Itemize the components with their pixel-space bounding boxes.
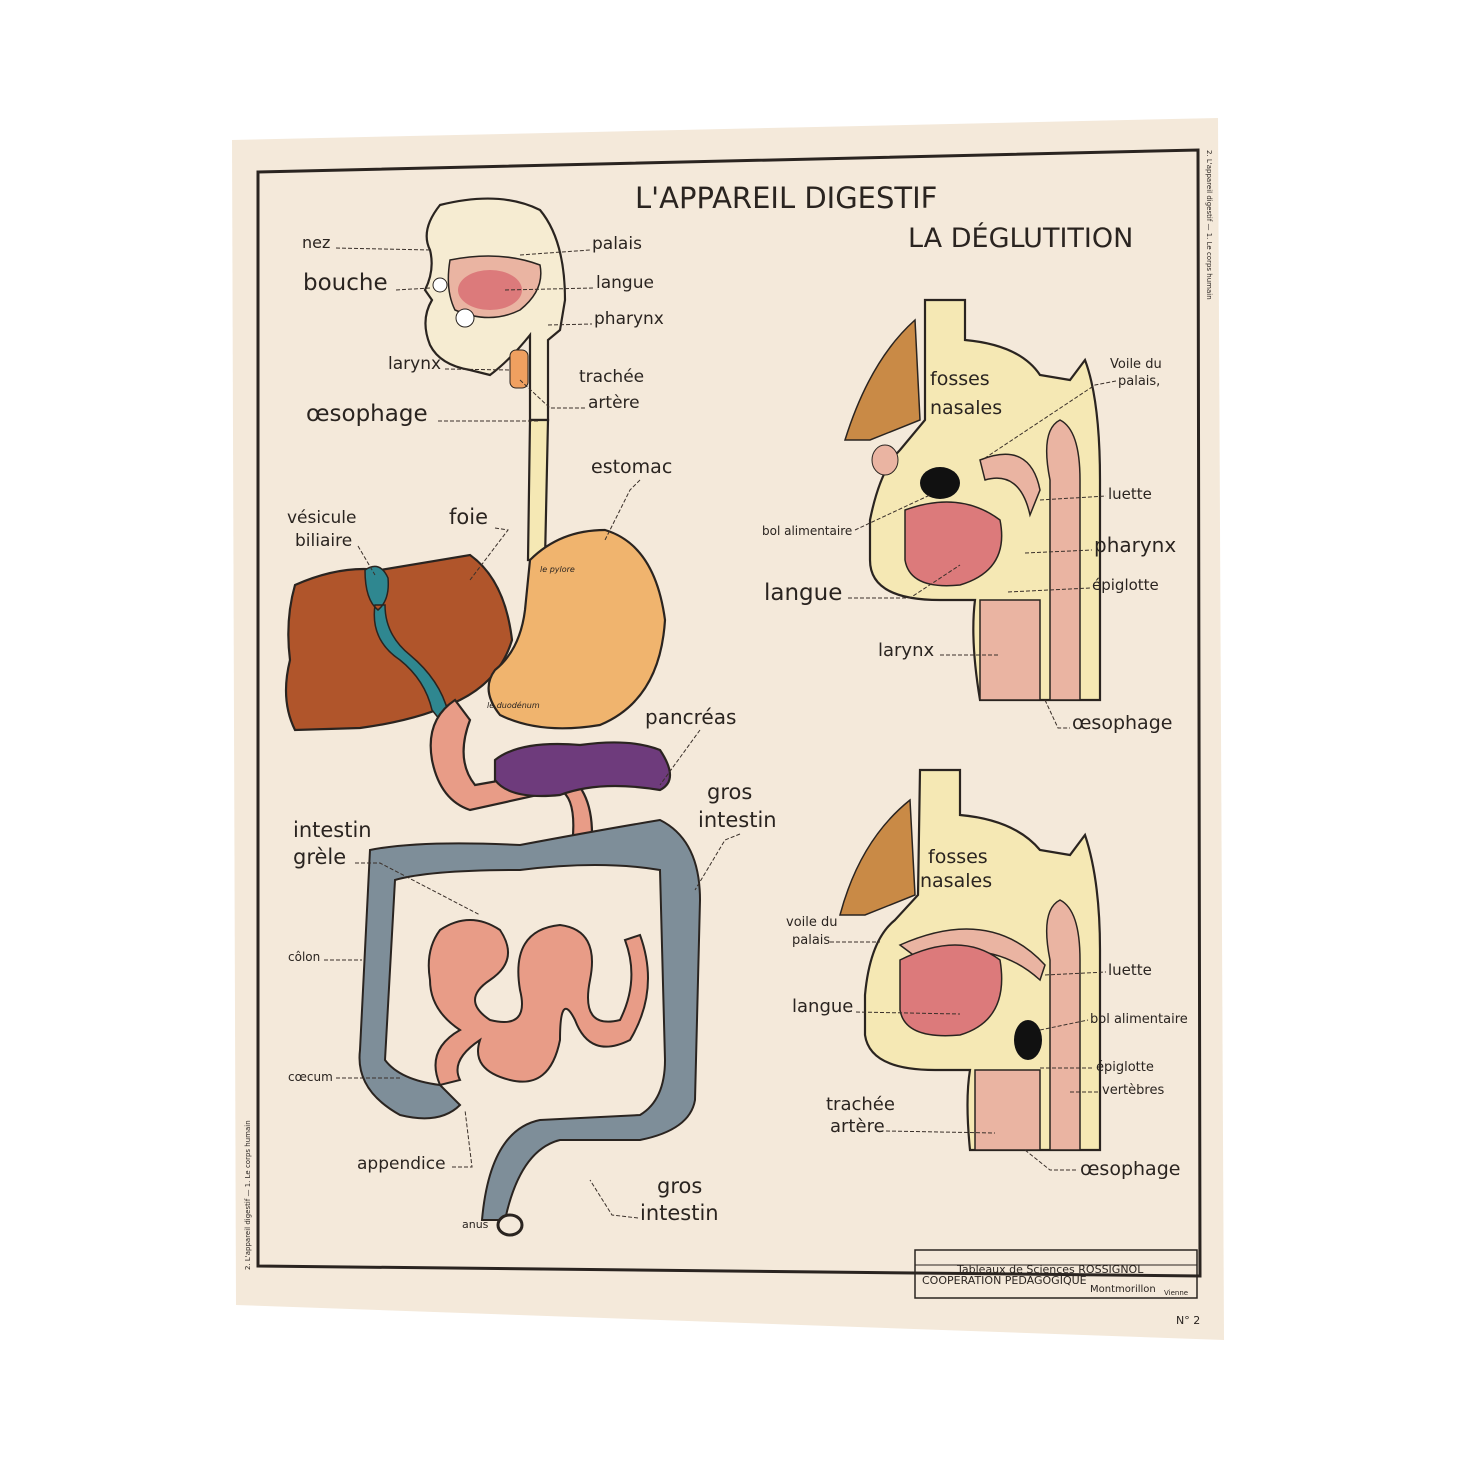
label-palais: palais (592, 234, 642, 254)
publisher-region: Vienne (1164, 1289, 1188, 1297)
publisher-city: Montmorillon (1090, 1284, 1156, 1295)
anus-opening (496, 1213, 524, 1237)
oesophagus (526, 418, 550, 562)
stomach (487, 528, 667, 730)
label-oesophage-top: œsophage (1072, 712, 1172, 734)
label-langue-bottom: langue (792, 996, 853, 1017)
label-foie: foie (449, 505, 488, 529)
label-intestin-grele-2: grèle (293, 845, 346, 869)
label-fosses-top: fosses (930, 368, 990, 390)
poster-border (256, 148, 1202, 1278)
label-bol-top: bol alimentaire (762, 524, 852, 538)
deglutition-bottom-labels: fosses nasales voile du palais luette la… (786, 846, 1188, 1180)
margin-text-left: 2. L'appareil digestif — 1. Le corps hum… (244, 1120, 252, 1270)
label-voile-bottom-1: voile du (786, 915, 838, 930)
label-nez: nez (302, 233, 330, 252)
label-caecum: cœcum (288, 1070, 333, 1084)
poster-number: N° 2 (1176, 1314, 1200, 1327)
label-luette-top: luette (1108, 485, 1152, 503)
label-vesicule: vésicule (287, 508, 356, 528)
small-intestine (427, 919, 649, 1087)
margin-text-right: 2. L'appareil digestif — 1. Le corps hum… (1205, 150, 1213, 300)
label-epiglotte-bottom: épiglotte (1096, 1060, 1154, 1075)
publisher-line2: COOPERATION PÉDAGOGIQUE (922, 1274, 1087, 1287)
label-colon: côlon (288, 950, 320, 964)
label-larynx-top: larynx (878, 640, 934, 661)
label-trachee-bottom: trachée (826, 1094, 895, 1115)
label-pharynx: pharynx (594, 309, 664, 329)
label-gros-intestin-bottom-2: intestin (640, 1201, 719, 1225)
label-fosses-bottom: fosses (928, 846, 988, 868)
poster-title: L'APPAREIL DIGESTIF (635, 181, 937, 215)
pancreas (493, 741, 672, 798)
label-oesophage: œsophage (306, 401, 428, 427)
label-estomac: estomac (591, 456, 672, 478)
liver (284, 553, 514, 732)
label-voile-top-2: palais, (1118, 374, 1160, 389)
deglutition-bottom-diagram (839, 768, 1102, 1152)
label-pancreas: pancréas (645, 705, 736, 729)
label-intestin-grele-1: intestin (293, 818, 372, 842)
label-bol-bottom: bol alimentaire (1090, 1012, 1188, 1027)
deglutition-top-diagram (843, 298, 1102, 702)
label-gros-intestin-top-2: intestin (698, 808, 777, 832)
publisher-box: Tableaux de Sciences ROSSIGNOL COOPERATI… (914, 1249, 1198, 1299)
head-diagram (423, 197, 567, 422)
label-oesophage-bottom: œsophage (1080, 1158, 1180, 1180)
label-epiglotte-top: épiglotte (1092, 576, 1159, 594)
digestive-labels: nez palais bouche langue pharynx larynx … (287, 233, 777, 1231)
label-bouche: bouche (303, 270, 388, 296)
label-nasales-bottom: nasales (920, 870, 992, 892)
label-langue-top: langue (764, 580, 842, 606)
label-voile-bottom-2: palais (792, 933, 830, 948)
label-gros-intestin-bottom-1: gros (657, 1174, 702, 1198)
label-pylore: le pylore (540, 565, 575, 574)
label-artere: artère (588, 393, 640, 413)
label-gros-intestin-top-1: gros (707, 780, 752, 804)
label-luette-bottom: luette (1108, 961, 1152, 979)
label-biliaire: biliaire (295, 531, 352, 551)
deglutition-top-labels: fosses nasales Voile du palais, luette b… (762, 357, 1176, 734)
label-trachee: trachée (579, 367, 644, 387)
publisher-line1: Tableaux de Sciences ROSSIGNOL (956, 1263, 1144, 1276)
label-langue: langue (596, 273, 654, 293)
label-voile-top-1: Voile du (1110, 357, 1162, 372)
poster-subtitle: LA DÉGLUTITION (908, 222, 1133, 254)
large-intestine (358, 818, 702, 1221)
label-nasales-top: nasales (930, 397, 1002, 419)
label-vertebres-bottom: vertèbres (1102, 1083, 1164, 1098)
label-appendice: appendice (357, 1154, 446, 1174)
label-anus: anus (462, 1218, 489, 1231)
label-artere-bottom: artère (830, 1116, 885, 1137)
label-pharynx-top: pharynx (1094, 533, 1176, 557)
label-duodenum: le duodénum (487, 700, 540, 710)
label-larynx: larynx (388, 354, 441, 374)
